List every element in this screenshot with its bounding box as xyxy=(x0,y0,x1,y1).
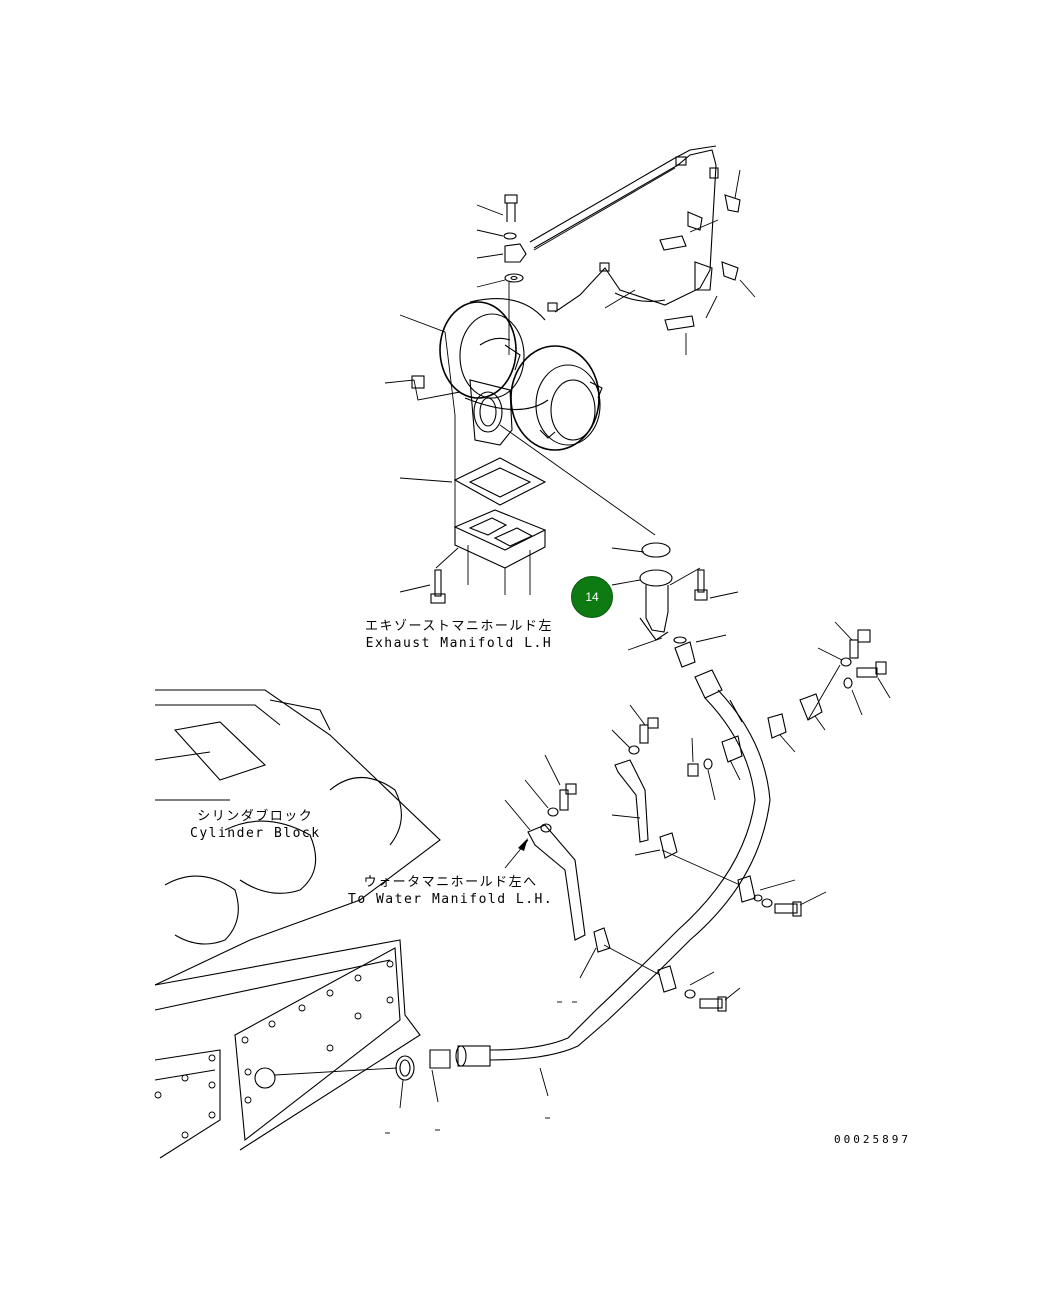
cylinder-block-label: シリンダブロック Cylinder Block xyxy=(190,808,321,842)
drain-elbow xyxy=(611,542,739,668)
water-manifold-arrow xyxy=(504,838,529,869)
bolts xyxy=(524,621,891,1012)
document-number: 00025897 xyxy=(834,1133,911,1146)
oil-pipe xyxy=(529,145,756,355)
gasket-flange xyxy=(384,314,656,604)
cylinder-block-jp: シリンダブロック xyxy=(197,809,314,824)
water-manifold-en: To Water Manifold L.H. xyxy=(348,892,554,907)
cylinder-block xyxy=(154,689,441,1159)
drain-hose xyxy=(274,669,771,1109)
water-manifold-jp: ウォータマニホールド左へ xyxy=(363,875,538,890)
exhaust-manifold-jp: エキゾーストマニホールド左 xyxy=(365,619,553,634)
exhaust-manifold-label: エキゾーストマニホールド左 Exhaust Manifold L.H xyxy=(365,618,553,652)
callout-14-badge[interactable]: 14 xyxy=(571,576,613,618)
cylinder-block-en: Cylinder Block xyxy=(190,826,321,841)
exhaust-manifold-en: Exhaust Manifold L.H xyxy=(365,636,553,651)
callout-number: 14 xyxy=(585,590,599,604)
water-manifold-label: ウォータマニホールド左へ To Water Manifold L.H. xyxy=(348,874,553,908)
turbocharger xyxy=(439,282,603,451)
block-bolts xyxy=(154,960,394,1139)
brackets xyxy=(504,664,841,993)
oil-fittings xyxy=(476,194,527,288)
